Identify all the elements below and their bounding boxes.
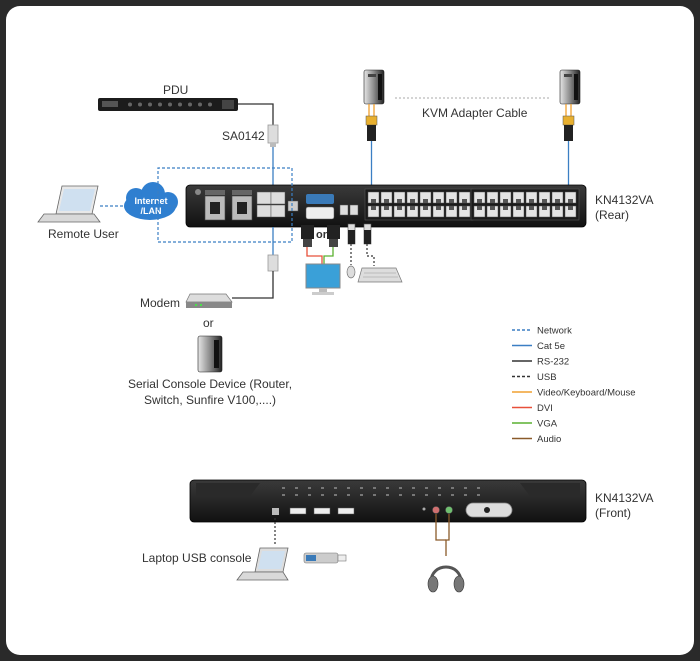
pdu-device xyxy=(98,98,238,111)
usb-keyboard-line xyxy=(366,244,375,266)
front-model-label: KN4132VA xyxy=(595,491,653,505)
kvm-adapter-cable-label: KVM Adapter Cable xyxy=(422,106,528,120)
modem-label: Modem xyxy=(140,296,180,310)
or-label: or xyxy=(203,316,214,330)
serial-console-label-1: Serial Console Device (Router, xyxy=(128,377,292,391)
serial-console-tower-icon xyxy=(197,335,223,373)
modem-rs232-line xyxy=(232,271,274,299)
sa0142-adapter xyxy=(267,124,279,147)
server-left-icon xyxy=(363,69,385,105)
legend-label: Audio xyxy=(537,434,561,445)
front-sub-label: (Front) xyxy=(595,506,631,520)
legend-label: Video/Keyboard/Mouse xyxy=(537,388,636,399)
modem-icon xyxy=(185,293,233,308)
legend-label: DVI xyxy=(537,403,553,414)
remote-user-label: Remote User xyxy=(48,227,119,241)
dvi-connector xyxy=(301,225,314,247)
legend-label: Network xyxy=(537,326,572,337)
laptop-usb-label: Laptop USB console xyxy=(142,551,252,565)
audio-line-2 xyxy=(445,514,450,556)
keyboard-icon xyxy=(357,267,403,283)
usb-connector-1 xyxy=(347,223,356,245)
audio-line-1 xyxy=(435,514,446,541)
kvm-adapter-left xyxy=(365,104,378,190)
kvm-adapter-right xyxy=(562,104,575,190)
legend-label: USB xyxy=(537,372,557,383)
usb-connector-2 xyxy=(363,223,372,245)
monitor-icon xyxy=(305,263,341,295)
rear-model-label: KN4132VA xyxy=(595,193,653,207)
front-laptop-icon xyxy=(236,547,289,581)
headphones-icon xyxy=(427,565,465,593)
legend-label: RS-232 xyxy=(537,357,569,368)
kvm-front-panel xyxy=(189,479,587,523)
serial-adapter xyxy=(267,254,279,272)
internet-label: Internet xyxy=(134,196,167,206)
lan-label: /LAN xyxy=(141,206,162,216)
pdu-rs232-line xyxy=(238,103,274,125)
rear-sub-label: (Rear) xyxy=(595,208,629,222)
diagram-frame xyxy=(6,6,694,655)
legend-label: Cat 5e xyxy=(537,341,565,352)
network-dashed-box xyxy=(157,167,293,243)
pdu-label: PDU xyxy=(163,83,188,97)
server-right-icon xyxy=(559,69,581,105)
rear-port-bank-2 xyxy=(470,188,580,221)
vga-line xyxy=(323,247,334,264)
remote-user-laptop-icon xyxy=(37,185,101,223)
vga-connector xyxy=(327,225,340,247)
or-small-label: or xyxy=(316,229,328,241)
serial-console-label-2: Switch, Sunfire V100,....) xyxy=(144,393,276,407)
legend-label: VGA xyxy=(537,419,558,430)
dvi-line xyxy=(306,247,323,264)
mouse-icon xyxy=(346,265,356,279)
internet-cloud-icon xyxy=(124,182,178,220)
usb-stick-icon xyxy=(303,552,347,564)
sa0142-label: SA0142 xyxy=(222,129,265,143)
rear-port-bank-1 xyxy=(364,188,474,221)
